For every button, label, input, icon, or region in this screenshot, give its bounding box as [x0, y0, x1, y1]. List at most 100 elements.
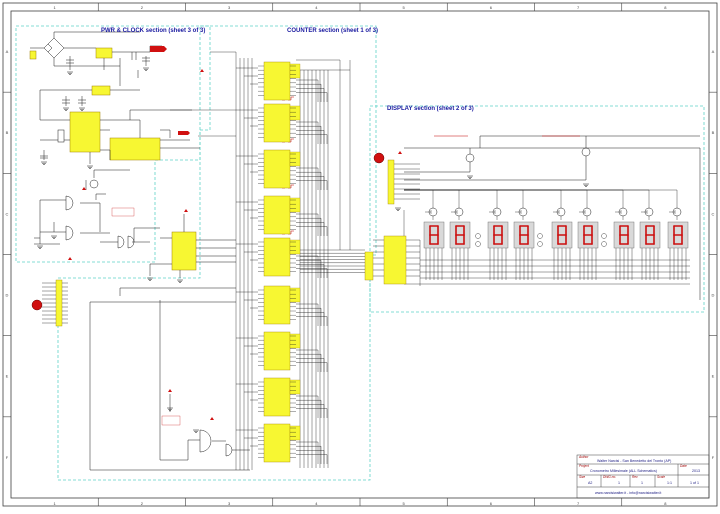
border-number: 1: [54, 501, 57, 506]
crystal: [57, 129, 65, 143]
ground-icon: [193, 429, 199, 433]
scale-value: 1:1: [667, 481, 672, 485]
ground-icon: [41, 161, 47, 165]
project-key: Project: [579, 464, 589, 468]
rev-value: 1: [641, 481, 643, 485]
ground-icon: [467, 175, 473, 179]
web-line: www.narcisiwalter.it - info@narcisiwalte…: [595, 491, 661, 495]
border-number: 5: [403, 5, 406, 10]
seven-segment-display-icon: [639, 221, 661, 249]
transistor-icon: [404, 189, 464, 220]
note-box: [161, 415, 181, 426]
border-letter: D: [712, 292, 715, 297]
note-box: [111, 207, 135, 217]
date-value: 2013: [692, 469, 700, 473]
gate-ic: [171, 231, 197, 271]
power-symbol-icon: [184, 209, 188, 212]
ground-icon: [37, 245, 43, 249]
transistor-icon: [404, 189, 528, 220]
seven-segment-display-icon: [551, 221, 573, 249]
transistor-icon: [404, 189, 438, 220]
display-top-wiring: [404, 135, 701, 300]
transistor-icon: [465, 153, 475, 163]
border-letter: C: [712, 211, 715, 216]
border-number: 8: [664, 501, 667, 506]
digit-transistors: [404, 189, 682, 247]
oscillator-ic: [69, 111, 101, 153]
border-number: 7: [577, 5, 580, 10]
logic-gate-icon: [127, 235, 135, 249]
input-connector: [29, 50, 37, 60]
transistor-icon: [89, 179, 99, 189]
ic-chip-icon: [263, 61, 291, 101]
logic-gate-icon: [225, 443, 233, 457]
logic-gate-icon: [65, 195, 74, 211]
ground-icon: [63, 107, 69, 111]
border-number: 2: [141, 5, 144, 10]
logic-gate-icon: [117, 235, 125, 249]
border-letter: E: [6, 374, 9, 379]
ic-chip-icon: [263, 285, 291, 325]
ic-chip-icon: [263, 149, 291, 189]
display-connector: [364, 159, 395, 281]
border-letter: F: [712, 455, 715, 460]
counter-wiring: [170, 51, 365, 470]
border-number: 8: [664, 5, 667, 10]
border-number: 3: [228, 501, 231, 506]
counter-ic: [258, 377, 301, 417]
transistor-icon: [404, 189, 566, 220]
transistor-icon: [404, 189, 502, 220]
power-symbol-icon: [150, 46, 167, 52]
frame-ticks: [3, 3, 717, 506]
power-symbol-icon: [168, 389, 172, 392]
author-key: Author: [578, 455, 589, 459]
ic-chip-icon: [263, 237, 291, 277]
seven-segment-display-icon: [449, 221, 471, 249]
power-symbol-icon: [68, 257, 72, 260]
counter-ic: [258, 195, 301, 235]
border-letter: F: [6, 455, 9, 460]
border-number: 7: [577, 501, 580, 506]
author-value: Walter Narcisi - San Benedetto del Tront…: [597, 459, 671, 463]
seven-segment-displays: [423, 221, 689, 249]
counter-ic: [258, 331, 301, 371]
ground-icon: [87, 165, 93, 169]
border-number: 1: [54, 5, 57, 10]
border-number: 3: [228, 5, 231, 10]
seven-segment-display-icon: [667, 221, 689, 249]
dwg-key: DWG no.: [603, 475, 616, 479]
ground-icon: [177, 279, 183, 283]
power-flags: [68, 46, 402, 420]
power-symbol-icon: [178, 131, 190, 135]
ground-icon: [583, 183, 589, 187]
border-letter: B: [6, 130, 9, 135]
display-section-border: [369, 105, 705, 313]
size-value: A2: [588, 481, 592, 485]
counter-misc: [89, 287, 250, 471]
border-number: 4: [315, 501, 318, 506]
power-symbol-icon: [82, 187, 86, 190]
power-symbol-icon: [210, 417, 214, 420]
transistor-icon: [404, 189, 682, 220]
border-number: 6: [490, 5, 493, 10]
transistor-icon: [537, 241, 543, 247]
outer-frame: [2, 2, 718, 507]
rev-key: Rev: [632, 475, 638, 479]
display-wiring: [373, 163, 690, 286]
ic-chip-icon: [263, 377, 291, 417]
ground-icon: [67, 71, 73, 75]
scale-key: Scale: [657, 475, 665, 479]
logic-gate-icon: [199, 429, 212, 453]
title-block: [576, 454, 710, 499]
transistor-icon: [404, 189, 592, 220]
project-value: Cronometro Millesimale (ALL Schematics): [590, 469, 657, 473]
counter-ic: [258, 103, 301, 143]
border-number: 4: [315, 5, 318, 10]
border-letter: D: [6, 292, 9, 297]
date-key: Date: [680, 464, 687, 468]
seven-segment-display-icon: [423, 221, 445, 249]
seven-segment-display-icon: [487, 221, 509, 249]
counter-ic: [258, 61, 301, 101]
ic-chip-icon: [263, 103, 291, 143]
